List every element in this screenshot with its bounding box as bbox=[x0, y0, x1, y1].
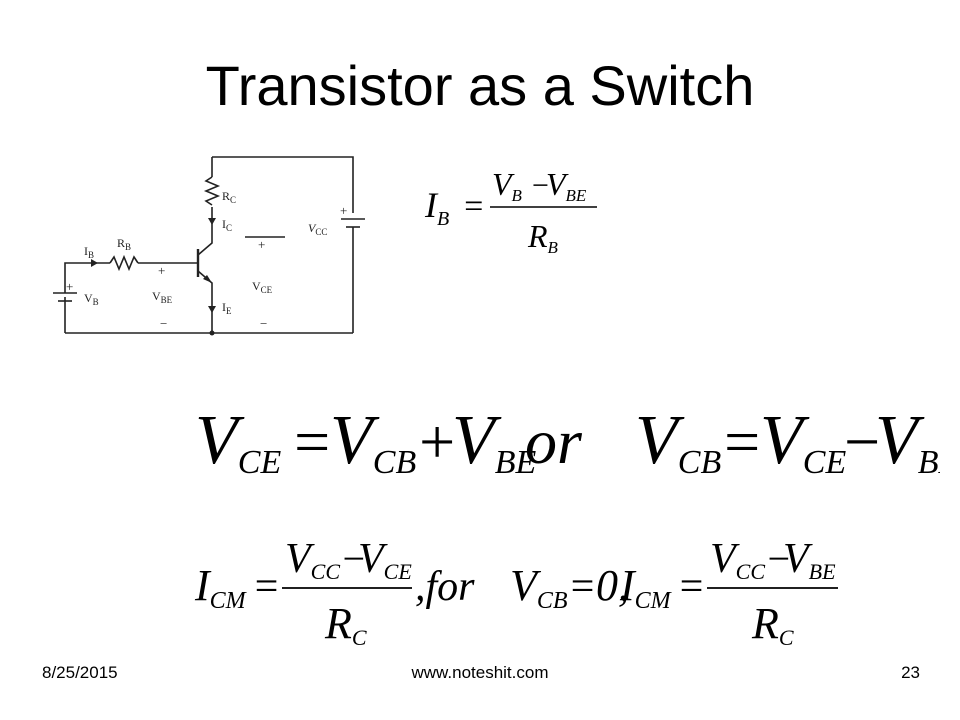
ic-arrow bbox=[208, 218, 216, 225]
svg-text:VB: VB bbox=[492, 166, 523, 205]
vce-plus: + bbox=[258, 237, 265, 252]
label-vb: VB bbox=[84, 291, 99, 307]
vcc-plus: + bbox=[340, 203, 347, 218]
circuit-diagram: RC IC VCC + IB RB + + VB + VBE VCE IE − … bbox=[53, 156, 365, 336]
label-ie: IE bbox=[222, 300, 232, 316]
footer-website: www.noteshit.com bbox=[411, 663, 549, 682]
label-ib: IB bbox=[84, 244, 94, 260]
svg-text:=: = bbox=[290, 406, 333, 477]
top-wire bbox=[212, 156, 354, 213]
vb-plus: + bbox=[66, 279, 73, 294]
equation-ib: IB = VB − VBE RB bbox=[424, 166, 597, 257]
equation-icm: ICM = VCC − VCE RC ,for VCB = 0, ICM = V… bbox=[194, 536, 838, 650]
svg-text:−: − bbox=[340, 536, 367, 581]
label-vce: VCE bbox=[252, 279, 273, 295]
vbe-minus: − bbox=[160, 316, 167, 331]
svg-text:VCB: VCB bbox=[635, 402, 721, 481]
label-ic: IC bbox=[222, 217, 232, 233]
svg-text:IB: IB bbox=[424, 185, 449, 230]
svg-text:RC: RC bbox=[751, 599, 794, 650]
svg-text:RC: RC bbox=[324, 599, 367, 650]
svg-text:=: = bbox=[720, 406, 763, 477]
svg-text:VCC: VCC bbox=[285, 536, 340, 584]
svg-text:RB: RB bbox=[527, 218, 559, 257]
footer-date: 8/25/2015 bbox=[42, 663, 118, 682]
label-rc: RC bbox=[222, 189, 236, 205]
label-vbe: VBE bbox=[152, 289, 173, 305]
label-rb: RB bbox=[117, 236, 131, 252]
svg-text:VCE: VCE bbox=[358, 536, 412, 584]
svg-text:VCE: VCE bbox=[760, 402, 846, 481]
slide-title: Transistor as a Switch bbox=[205, 54, 755, 117]
vbe-plus: + bbox=[158, 263, 165, 278]
svg-text:−: − bbox=[530, 169, 550, 202]
svg-text:ICM: ICM bbox=[194, 561, 248, 614]
svg-text:−: − bbox=[840, 406, 883, 477]
svg-text:+: + bbox=[415, 406, 458, 477]
vce-minus: − bbox=[260, 316, 267, 331]
emitter-arrow bbox=[203, 275, 212, 283]
svg-text:VBE: VBE bbox=[546, 166, 587, 205]
svg-text:VBE: VBE bbox=[783, 536, 836, 584]
ib-arrow bbox=[91, 259, 98, 267]
equation-vce: VCE = VCB + VBE or VCB = VCE − VBE bbox=[195, 402, 940, 481]
svg-text:=: = bbox=[677, 564, 705, 610]
svg-text:ICM: ICM bbox=[619, 561, 673, 614]
svg-text:−: − bbox=[765, 536, 792, 581]
label-vcc: VCC bbox=[308, 221, 327, 237]
svg-text:VCC: VCC bbox=[710, 536, 765, 584]
ground-node bbox=[209, 330, 215, 336]
svg-text:VBE: VBE bbox=[452, 402, 537, 481]
svg-text:,for: ,for bbox=[415, 564, 475, 610]
ie-arrow bbox=[208, 306, 216, 313]
svg-text:=: = bbox=[252, 564, 280, 610]
page-number: 23 bbox=[901, 663, 920, 682]
svg-text:VBE: VBE bbox=[875, 402, 940, 481]
rc-resistor bbox=[203, 176, 221, 206]
transistor-collector bbox=[197, 207, 213, 256]
svg-text:0,: 0, bbox=[596, 561, 629, 610]
svg-text:VCB: VCB bbox=[510, 561, 568, 614]
svg-text:=: = bbox=[462, 188, 485, 225]
svg-text:VCB: VCB bbox=[330, 402, 416, 481]
svg-text:=: = bbox=[568, 564, 596, 610]
rb-resistor bbox=[109, 254, 139, 272]
svg-text:VCE: VCE bbox=[195, 402, 281, 481]
svg-text:or: or bbox=[525, 406, 583, 477]
